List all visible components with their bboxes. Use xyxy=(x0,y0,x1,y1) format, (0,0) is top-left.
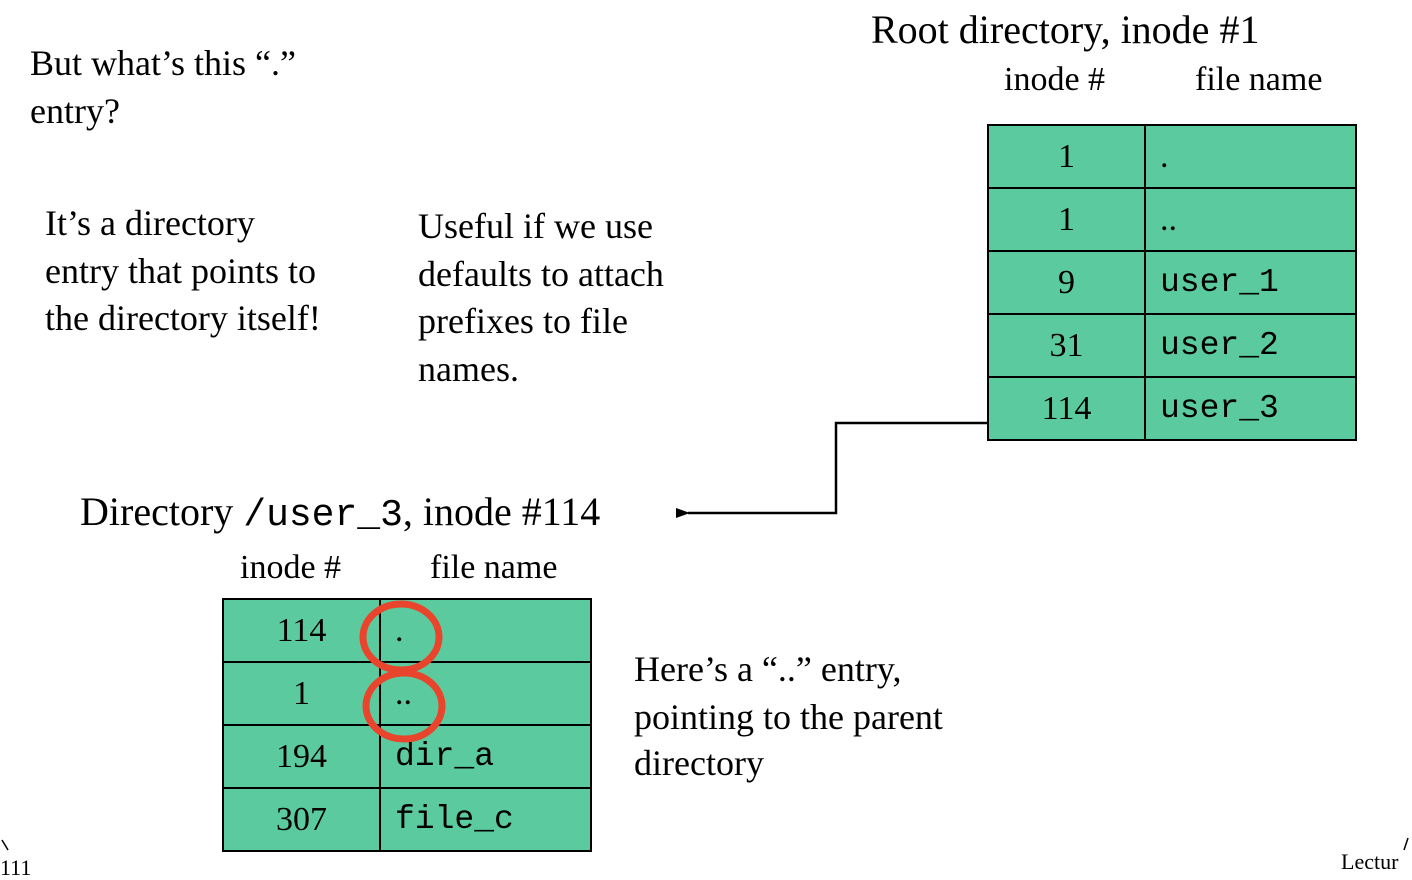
inode-cell: 1 xyxy=(987,124,1146,189)
corner-mark-left xyxy=(1,839,9,851)
table-row: 114 user_3 xyxy=(987,376,1357,441)
inode-cell: 114 xyxy=(222,598,381,663)
root-directory-table: 1 . 1 .. 9 user_1 31 user_2 114 user_3 xyxy=(987,124,1357,441)
filename-cell: . xyxy=(379,598,592,663)
inode-cell: 114 xyxy=(987,376,1146,441)
filename-cell: user_2 xyxy=(1144,313,1357,378)
table-row: 1 .. xyxy=(222,661,592,726)
table-row: 114 . xyxy=(222,598,592,663)
inode-cell: 1 xyxy=(222,661,381,726)
usefulness-line-3: prefixes to file xyxy=(418,301,628,341)
explanation-line-3: the directory itself! xyxy=(45,298,321,338)
subdir-col-inode-header: inode # xyxy=(240,549,342,586)
link-arrow xyxy=(676,421,988,518)
filename-cell: dir_a xyxy=(379,724,592,789)
subdirectory-table: 114 . 1 .. 194 dir_a 307 file_c xyxy=(222,598,592,852)
root-col-name-header: file name xyxy=(1195,61,1323,98)
subdir-title-prefix: Directory xyxy=(80,489,244,534)
table-row: 1 . xyxy=(987,124,1357,189)
filename-cell: user_3 xyxy=(1144,376,1357,441)
inode-cell: 307 xyxy=(222,787,381,852)
table-row: 194 dir_a xyxy=(222,724,592,789)
inode-cell: 194 xyxy=(222,724,381,789)
question-line-1: But what’s this “.” xyxy=(30,43,296,83)
filename-cell: .. xyxy=(379,661,592,726)
table-row: 31 user_2 xyxy=(987,313,1357,378)
parent-note-line-1: Here’s a “..” entry, xyxy=(634,649,902,689)
question-line-2: entry? xyxy=(30,91,120,131)
explanation-line-1: It’s a directory xyxy=(45,203,255,243)
filename-cell: .. xyxy=(1144,187,1357,252)
inode-cell: 9 xyxy=(987,250,1146,315)
subdir-title-suffix: , inode #114 xyxy=(402,489,601,534)
parent-note-line-3: directory xyxy=(634,743,764,783)
usefulness-line-4: names. xyxy=(418,349,519,389)
filename-cell: user_1 xyxy=(1144,250,1357,315)
explanation-line-2: entry that points to xyxy=(45,251,316,291)
filename-cell: file_c xyxy=(379,787,592,852)
subdir-title-path: /user_3 xyxy=(243,494,403,537)
footer-right-fragment: Lectur xyxy=(1341,849,1399,874)
inode-cell: 31 xyxy=(987,313,1146,378)
corner-mark-right xyxy=(1403,837,1409,851)
table-row: 1 .. xyxy=(987,187,1357,252)
inode-cell: 1 xyxy=(987,187,1146,252)
footer-left-fragment: 111 xyxy=(0,855,32,880)
parent-note-line-2: pointing to the parent xyxy=(634,697,943,737)
usefulness-line-2: defaults to attach xyxy=(418,254,664,294)
table-row: 307 file_c xyxy=(222,787,592,852)
subdir-col-name-header: file name xyxy=(430,549,558,586)
usefulness-line-1: Useful if we use xyxy=(418,206,653,246)
root-col-inode-header: inode # xyxy=(1004,61,1106,98)
filename-cell: . xyxy=(1144,124,1357,189)
root-dir-title: Root directory, inode #1 xyxy=(871,7,1260,52)
subdir-title: Directory /user_3, inode #114 xyxy=(80,488,600,540)
table-row: 9 user_1 xyxy=(987,250,1357,315)
